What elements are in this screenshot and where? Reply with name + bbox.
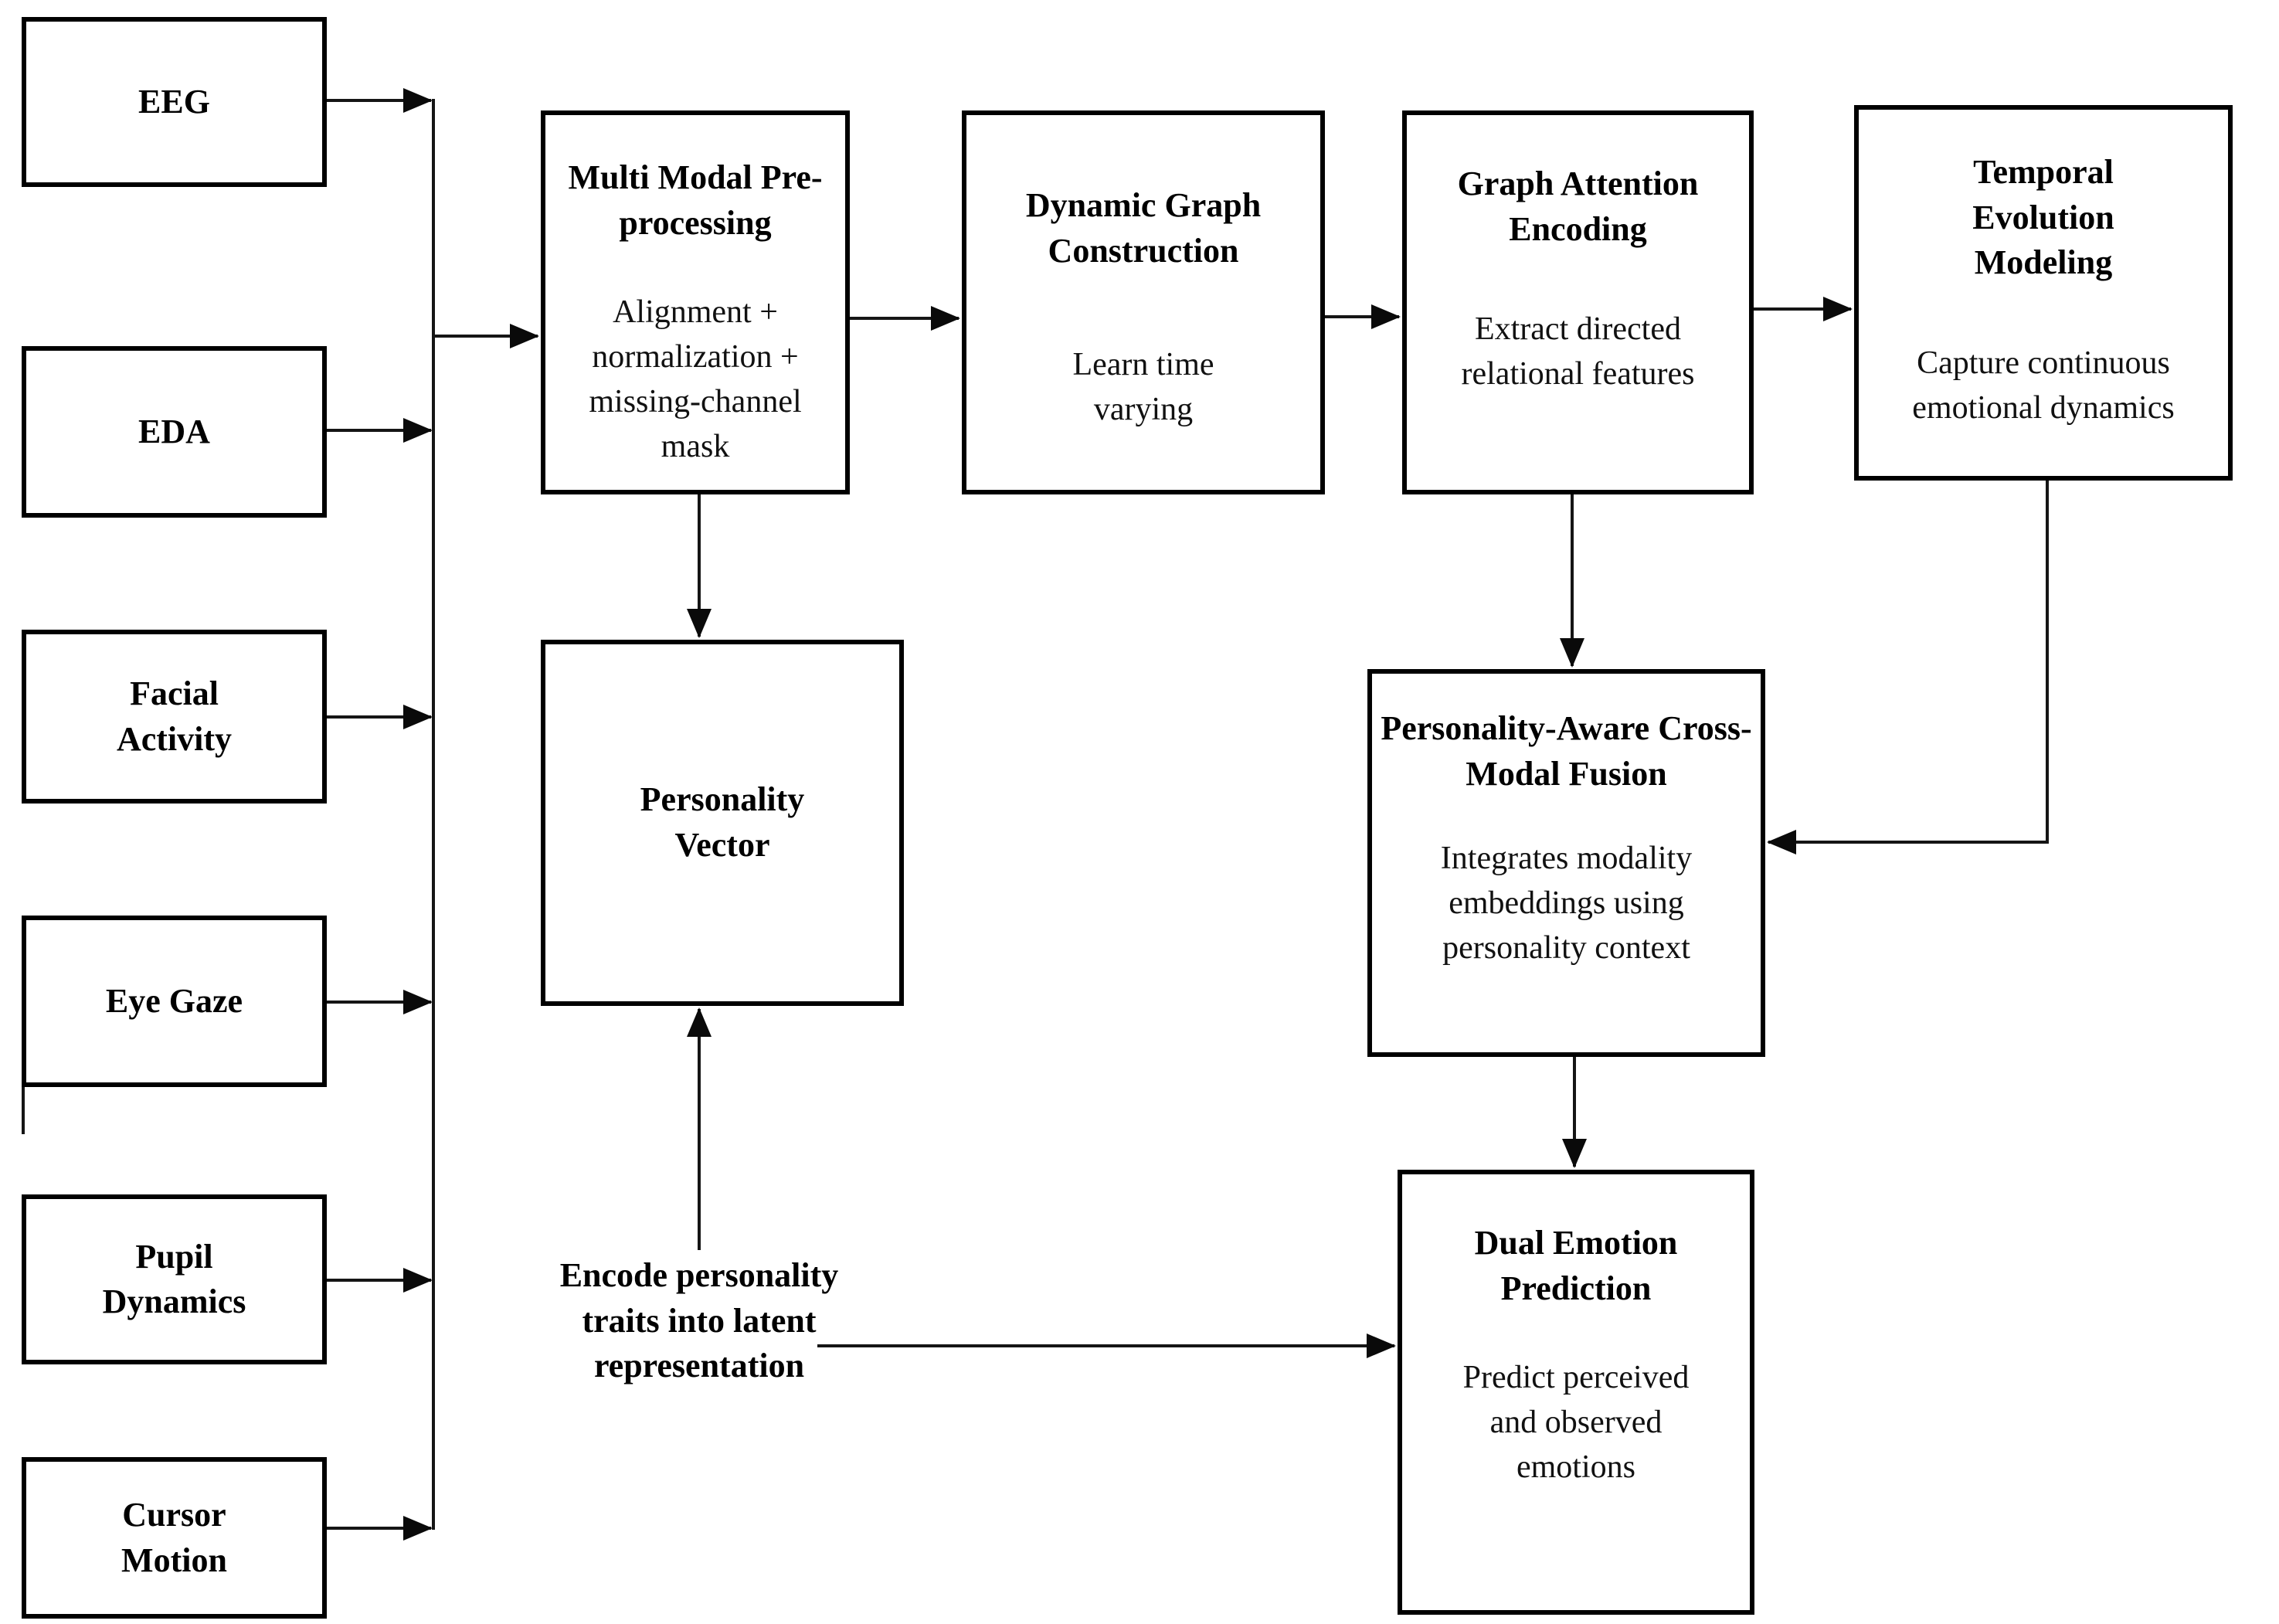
arrow-temporal-to-fusion: [1767, 481, 2049, 854]
node-dual-emotion-prediction: Dual Emotion Prediction Predict perceive…: [1398, 1170, 1754, 1615]
node-multi-modal-preprocessing-body: Alignment + normalization + missing-chan…: [589, 294, 802, 464]
node-pupil-dynamics-label: Pupil Dynamics: [102, 1237, 246, 1320]
node-temporal-evolution-modeling-body: Capture continuous emotional dynamics: [1912, 345, 2175, 426]
node-dynamic-graph-construction: Dynamic Graph Construction Learn time va…: [962, 110, 1325, 494]
node-graph-attention-encoding-title: Graph Attention Encoding: [1457, 165, 1699, 248]
node-eeg: EEG: [22, 17, 327, 187]
node-graph-attention-encoding-body: Extract directed relational features: [1461, 311, 1695, 392]
node-facial-activity: Facial Activity: [22, 630, 327, 804]
node-eda: EDA: [22, 346, 327, 518]
node-dynamic-graph-construction-title: Dynamic Graph Construction: [1025, 186, 1262, 270]
node-personality-vector: Personality Vector: [541, 640, 904, 1006]
node-temporal-evolution-modeling: Temporal Evolution Modeling Capture cont…: [1854, 105, 2233, 481]
node-eda-label: EDA: [138, 412, 210, 450]
node-personality-vector-title: Personality Vector: [640, 780, 805, 864]
node-graph-attention-encoding: Graph Attention Encoding Extract directe…: [1402, 110, 1754, 494]
node-eye-gaze-label: Eye Gaze: [105, 981, 243, 1020]
node-facial-activity-label: Facial Activity: [116, 674, 233, 758]
node-multi-modal-preprocessing: Multi Modal Pre-processing Alignment + n…: [541, 110, 850, 494]
node-dynamic-graph-construction-body: Learn time varying: [1072, 347, 1214, 427]
node-pupil-dynamics: Pupil Dynamics: [22, 1194, 327, 1364]
node-dual-emotion-prediction-body: Predict perceived and observed emotions: [1462, 1360, 1690, 1485]
node-cursor-motion-label: Cursor Motion: [121, 1496, 227, 1579]
node-dual-emotion-prediction-title: Dual Emotion Prediction: [1474, 1224, 1678, 1307]
node-personality-aware-fusion-body: Integrates modality embeddings using per…: [1440, 841, 1693, 966]
label-encode-personality: Encode personality traits into latent re…: [559, 1256, 839, 1385]
node-personality-aware-fusion: Personality-Aware Cross-Modal Fusion Int…: [1367, 669, 1765, 1057]
node-cursor-motion: Cursor Motion: [22, 1457, 327, 1619]
node-temporal-evolution-modeling-title: Temporal Evolution Modeling: [1972, 153, 2114, 282]
node-personality-aware-fusion-title: Personality-Aware Cross-Modal Fusion: [1381, 709, 1752, 793]
node-eye-gaze: Eye Gaze: [22, 916, 327, 1087]
node-multi-modal-preprocessing-title: Multi Modal Pre-processing: [568, 158, 823, 242]
node-eeg-label: EEG: [138, 82, 210, 121]
